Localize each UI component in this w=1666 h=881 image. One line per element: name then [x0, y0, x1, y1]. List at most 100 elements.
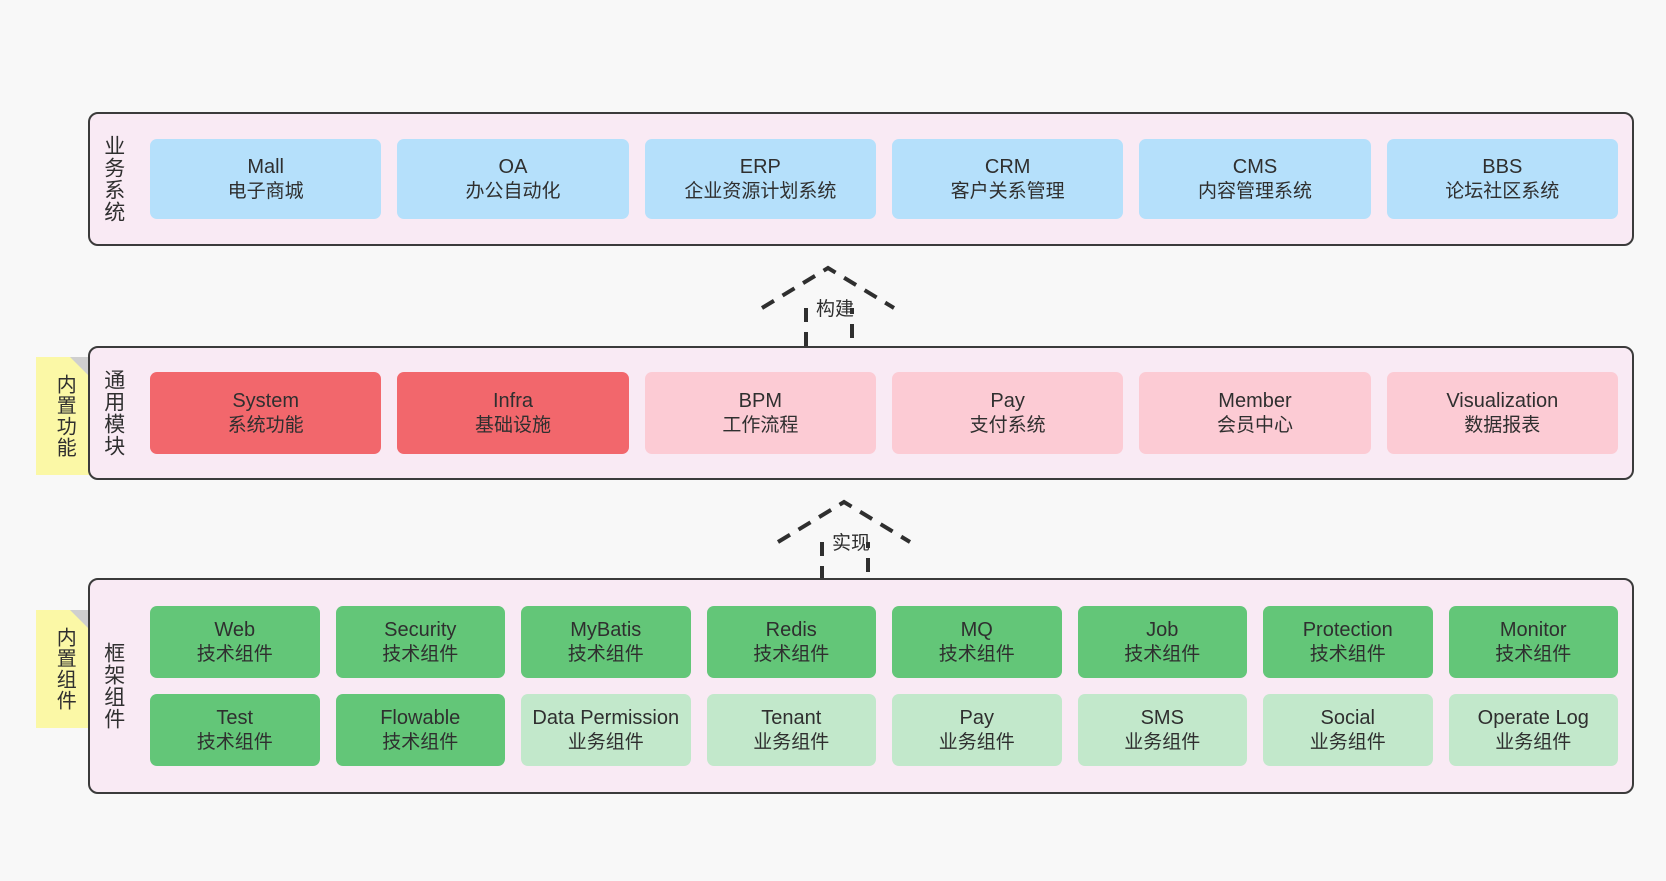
node-mybatis[interactable]: MyBatis 技术组件 — [521, 606, 691, 678]
node-label-cn: 技术组件 — [938, 643, 1015, 665]
node-monitor[interactable]: Monitor 技术组件 — [1448, 606, 1618, 678]
node-label-cn: 业务组件 — [753, 731, 830, 753]
node-flowable[interactable]: Flowable 技术组件 — [335, 694, 505, 766]
node-label-cn: 系统功能 — [227, 414, 304, 436]
node-label-cn: 企业资源计划系统 — [684, 180, 837, 202]
node-label-cn: 论坛社区系统 — [1445, 180, 1560, 202]
node-label-cn: 业务组件 — [1309, 731, 1386, 753]
node-label-en: Redis — [765, 619, 817, 642]
node-label-cn: 内容管理系统 — [1197, 180, 1312, 202]
node-label-cn: 技术组件 — [382, 731, 459, 753]
node-member[interactable]: Member 会员中心 — [1139, 372, 1371, 454]
node-social[interactable]: Social 业务组件 — [1263, 694, 1433, 766]
node-label-en: CRM — [984, 156, 1031, 179]
node-label-en: Visualization — [1446, 390, 1559, 413]
node-label-en: Flowable — [380, 707, 461, 730]
node-job[interactable]: Job 技术组件 — [1077, 606, 1247, 678]
node-label-en: Tenant — [761, 707, 822, 730]
node-label-en: BBS — [1482, 156, 1523, 179]
node-system[interactable]: System 系统功能 — [150, 372, 382, 454]
node-visualization[interactable]: Visualization 数据报表 — [1386, 372, 1618, 454]
node-label-cn: 业务组件 — [938, 731, 1015, 753]
node-infra[interactable]: Infra 基础设施 — [397, 372, 629, 454]
node-row-technical: Web 技术组件 Security 技术组件 MyBatis 技术组件 Redi… — [150, 606, 1618, 678]
node-mall[interactable]: Mall 电子商城 — [150, 139, 382, 219]
node-operate-log[interactable]: Operate Log 业务组件 — [1448, 694, 1618, 766]
sticky-note-builtin-function: 内置功能 — [36, 357, 92, 475]
layer-business-system: 业务系统 Mall 电子商城 OA 办公自动化 ERP 企业资源计划系统 CRM… — [88, 112, 1634, 246]
node-row: Mall 电子商城 OA 办公自动化 ERP 企业资源计划系统 CRM 客户关系… — [150, 139, 1618, 219]
node-label-en: Monitor — [1499, 619, 1567, 642]
node-pay-component[interactable]: Pay 业务组件 — [892, 694, 1062, 766]
node-bbs[interactable]: BBS 论坛社区系统 — [1386, 139, 1618, 219]
node-row: System 系统功能 Infra 基础设施 BPM 工作流程 Pay 支付系统… — [150, 372, 1618, 454]
node-label-en: Member — [1218, 390, 1292, 413]
node-data-permission[interactable]: Data Permission 业务组件 — [521, 694, 691, 766]
build-arrow-icon — [760, 265, 896, 350]
node-label-cn: 业务组件 — [1124, 731, 1201, 753]
node-label-en: Protection — [1302, 619, 1393, 642]
node-crm[interactable]: CRM 客户关系管理 — [891, 139, 1124, 219]
sticky-note-label: 内置组件 — [53, 627, 76, 711]
node-label-cn: 支付系统 — [969, 414, 1046, 436]
node-sms[interactable]: SMS 业务组件 — [1077, 694, 1247, 766]
node-label-en: Pay — [990, 390, 1025, 413]
node-label-cn: 技术组件 — [1124, 643, 1201, 665]
sticky-note-label: 内置功能 — [53, 374, 76, 458]
node-label-cn: 技术组件 — [753, 643, 830, 665]
node-bpm[interactable]: BPM 工作流程 — [644, 372, 876, 454]
node-label-cn: 客户关系管理 — [950, 180, 1065, 202]
node-label-en: MyBatis — [570, 619, 642, 642]
layer-body-common-module: System 系统功能 Infra 基础设施 BPM 工作流程 Pay 支付系统… — [136, 348, 1632, 478]
node-oa[interactable]: OA 办公自动化 — [397, 139, 629, 219]
implement-arrow-icon — [776, 499, 912, 584]
node-label-en: Infra — [492, 390, 533, 413]
node-label-en: CMS — [1232, 156, 1278, 179]
node-security[interactable]: Security 技术组件 — [335, 606, 505, 678]
node-label-cn: 业务组件 — [1495, 731, 1572, 753]
node-label-en: OA — [498, 156, 528, 179]
node-web[interactable]: Web 技术组件 — [150, 606, 320, 678]
node-label-cn: 技术组件 — [382, 643, 459, 665]
node-test[interactable]: Test 技术组件 — [150, 694, 320, 766]
node-tenant[interactable]: Tenant 业务组件 — [706, 694, 876, 766]
node-label-en: Social — [1320, 707, 1375, 730]
node-label-cn: 技术组件 — [196, 643, 273, 665]
sticky-note-builtin-component: 内置组件 — [36, 610, 92, 728]
node-label-cn: 会员中心 — [1216, 414, 1293, 436]
node-erp[interactable]: ERP 企业资源计划系统 — [644, 139, 876, 219]
node-row-business: Test 技术组件 Flowable 技术组件 Data Permission … — [150, 694, 1618, 766]
implement-arrow-label: 实现 — [832, 533, 871, 554]
node-label-en: Data Permission — [532, 707, 680, 730]
node-label-cn: 技术组件 — [1309, 643, 1386, 665]
layer-common-module: 通用模块 System 系统功能 Infra 基础设施 BPM 工作流程 Pay… — [88, 346, 1634, 480]
node-label-en: BPM — [738, 390, 782, 413]
node-label-cn: 电子商城 — [227, 180, 304, 202]
node-redis[interactable]: Redis 技术组件 — [706, 606, 876, 678]
layer-title-common-module: 通用模块 — [101, 369, 125, 457]
node-label-cn: 技术组件 — [1495, 643, 1572, 665]
node-label-en: Operate Log — [1477, 707, 1589, 730]
node-label-en: Test — [216, 707, 254, 730]
node-protection[interactable]: Protection 技术组件 — [1263, 606, 1433, 678]
node-label-en: System — [232, 390, 299, 413]
node-label-cn: 技术组件 — [196, 731, 273, 753]
node-label-en: Pay — [959, 707, 994, 730]
node-label-cn: 办公自动化 — [465, 180, 561, 202]
sticky-fold-corner — [70, 610, 92, 632]
node-mq[interactable]: MQ 技术组件 — [892, 606, 1062, 678]
node-label-en: Security — [384, 619, 457, 642]
node-cms[interactable]: CMS 内容管理系统 — [1139, 139, 1371, 219]
node-label-cn: 工作流程 — [722, 414, 799, 436]
layer-title-business-system: 业务系统 — [101, 135, 125, 223]
node-label-en: MQ — [960, 619, 993, 642]
build-arrow-label: 构建 — [816, 299, 855, 320]
layer-framework-component: 框架组件 Web 技术组件 Security 技术组件 MyBatis 技术组件… — [88, 578, 1634, 794]
layer-body-business-system: Mall 电子商城 OA 办公自动化 ERP 企业资源计划系统 CRM 客户关系… — [136, 114, 1632, 244]
node-label-cn: 技术组件 — [567, 643, 644, 665]
node-label-cn: 数据报表 — [1464, 414, 1541, 436]
layer-body-framework-component: Web 技术组件 Security 技术组件 MyBatis 技术组件 Redi… — [136, 580, 1632, 792]
node-label-en: Mall — [247, 156, 284, 179]
node-pay-module[interactable]: Pay 支付系统 — [891, 372, 1124, 454]
